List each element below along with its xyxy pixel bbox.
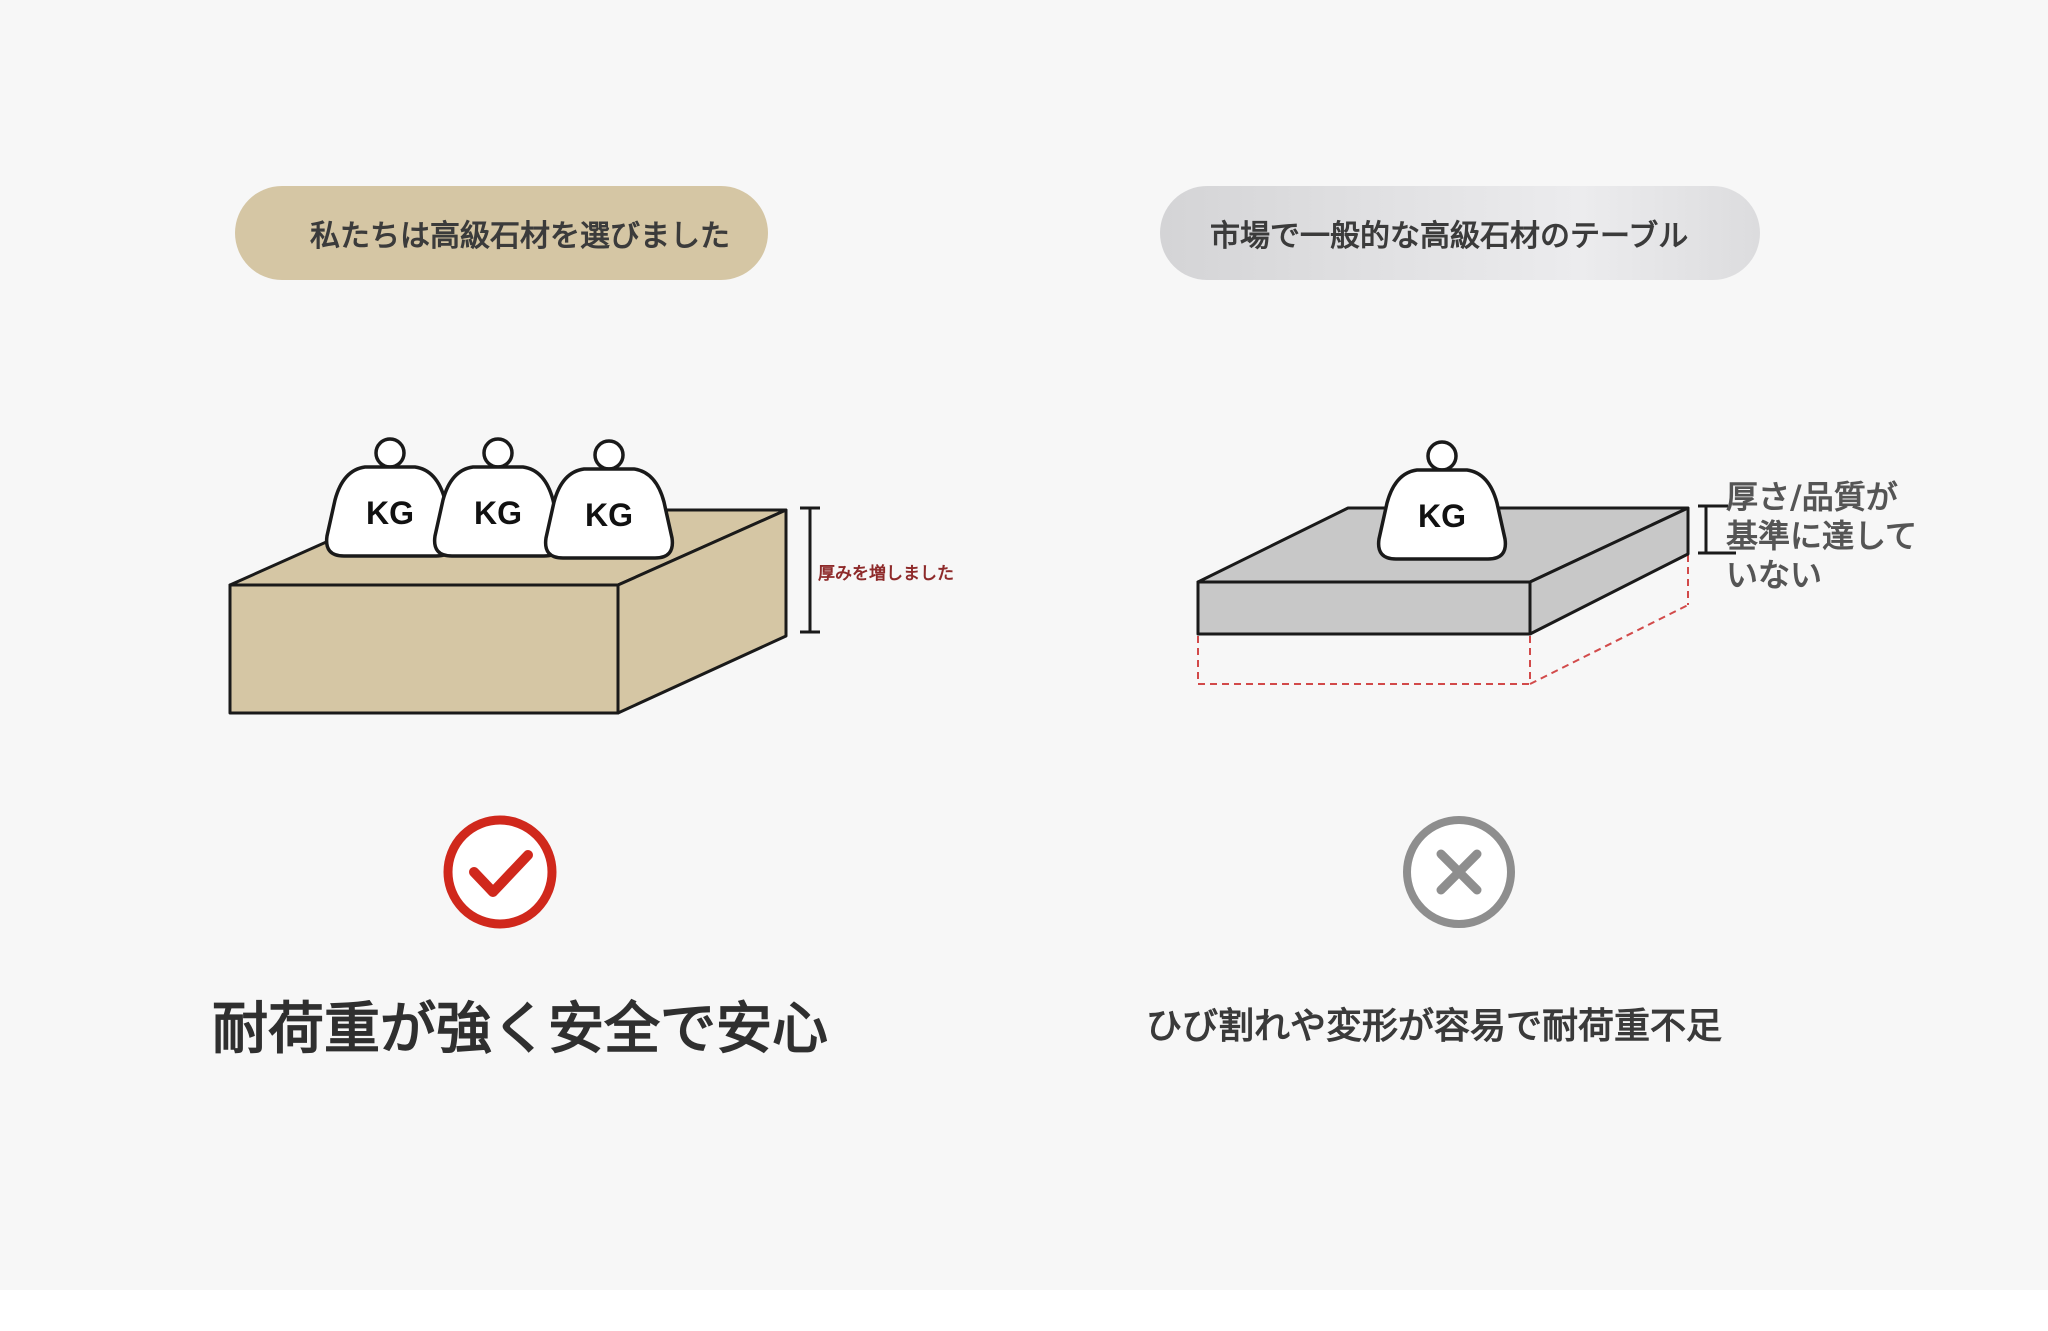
bottom-strip xyxy=(0,1290,2048,1331)
missing-thickness-outline xyxy=(1197,555,1689,685)
weight-label: KG xyxy=(1418,498,1466,534)
thick-slab-front xyxy=(228,583,620,715)
safe-load-caption: 耐荷重が強く安全で安心 xyxy=(212,997,828,1062)
thin-slab-side xyxy=(1528,506,1690,636)
thick-slab-side xyxy=(616,508,788,715)
weight-label: KG xyxy=(585,497,633,533)
common-stone-label-text: 市場で一般的な高級石材のテーブル xyxy=(1210,219,1689,254)
thickness-note: 厚みを増しました xyxy=(818,563,954,584)
thin-slab-front xyxy=(1196,580,1532,636)
premium-stone-label: 私たちは高級石材を選びました xyxy=(235,186,768,280)
thickness-bracket xyxy=(800,506,820,634)
note-line-3: いない xyxy=(1726,556,1822,594)
common-stone-label: 市場で一般的な高級石材のテーブル xyxy=(1160,186,1760,280)
note-line-2: 基準に達して xyxy=(1726,517,1917,555)
premium-stone-label-text: 私たちは高級石材を選びました xyxy=(310,219,730,254)
weight-icon-single: KG xyxy=(1376,440,1508,561)
cross-circle-icon xyxy=(1403,816,1515,928)
thin-thickness-bracket xyxy=(1698,504,1736,555)
weight-label: KG xyxy=(474,495,522,531)
weight-icon-3: KG xyxy=(543,439,675,560)
weight-label: KG xyxy=(366,495,414,531)
substandard-thickness-note: 厚さ/品質が 基準に達して いない xyxy=(1726,478,1917,594)
weight-icon-1: KG xyxy=(324,437,456,558)
insufficient-load-caption: ひび割れや変形が容易で耐荷重不足 xyxy=(1146,1006,1723,1047)
weight-icon-2: KG xyxy=(432,437,564,558)
note-line-1: 厚さ/品質が xyxy=(1726,478,1898,516)
check-circle-icon xyxy=(443,815,557,929)
